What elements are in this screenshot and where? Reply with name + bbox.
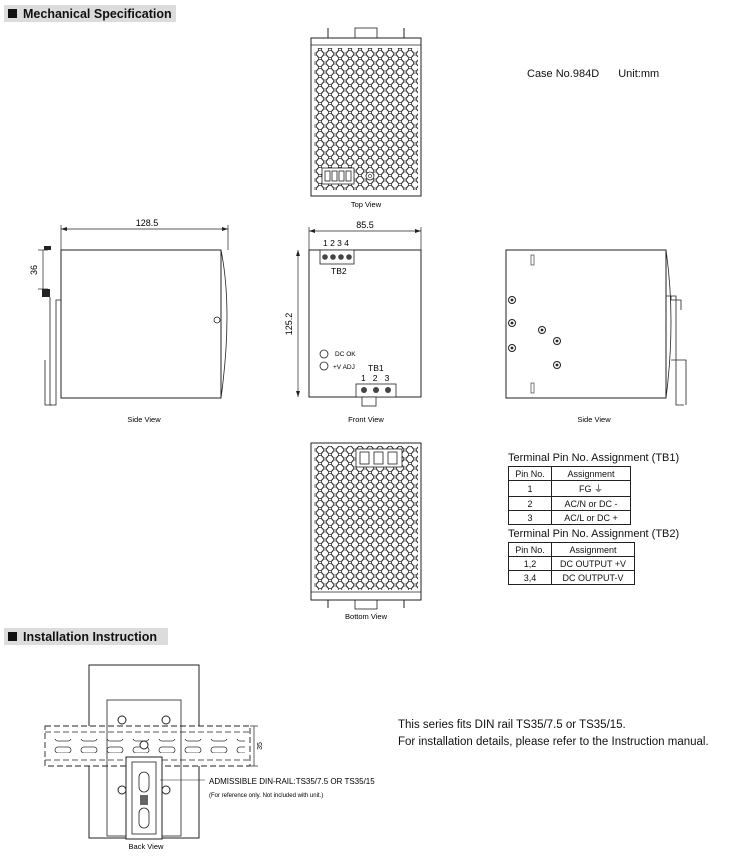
case-info: Case No.984D Unit:mm [527,68,659,80]
tb2-label: TB2 [331,266,347,276]
tb2-table-title: Terminal Pin No. Assignment (TB2) [508,528,680,540]
side-view-left-caption: Side View [127,415,161,424]
table-header-row: Pin No. Assignment [508,466,631,481]
table-header-cell: Assignment [551,466,631,481]
tb1-table-title: Terminal Pin No. Assignment (TB1) [508,452,680,464]
table-row: 3 AC/L or DC + [508,510,631,525]
table-cell: 3 [508,510,552,525]
header-square-icon [8,632,17,641]
table-cell: 1 [508,480,552,497]
front-view-drawing [296,227,422,407]
table-cell: DC OUTPUT +V [551,556,635,571]
table-row: 3,4 DC OUTPUT-V [508,570,635,585]
table-header-cell: Pin No. [508,542,552,557]
dim-front-height: 125.2 [284,313,294,336]
table-row: 1 FG ⏚ [508,480,631,497]
tb1-table-block: Terminal Pin No. Assignment (TB1) Pin No… [508,452,679,525]
table-cell: 1,2 [508,556,552,571]
tb1-label: TB1 [368,363,384,373]
dim-rail-height: 35 [257,742,264,750]
side-view-left-drawing [38,225,229,406]
table-row: 1,2 DC OUTPUT +V [508,556,635,571]
installation-line-2: For installation details, please refer t… [398,736,709,748]
back-view-caption: Back View [129,842,164,851]
unit-label: Unit:mm [618,68,660,80]
tb2-table-block: Terminal Pin No. Assignment (TB2) Pin No… [508,528,679,585]
side-view-right-drawing [505,249,687,406]
top-view-caption: Top View [351,200,382,209]
tb2-pin-numbers: 1 2 3 4 [323,238,349,248]
tb2-table: Pin No. Assignment 1,2 DC OUTPUT +V 3,4 … [508,542,635,585]
case-number: Case No.984D [527,68,600,80]
v-adj-label: +V ADJ [333,364,355,371]
rail-note-sub: (For reference only. Not included with u… [209,793,323,799]
table-header-cell: Pin No. [508,466,552,481]
bottom-view-caption: Bottom View [345,612,388,621]
installation-title: Installation Instruction [23,629,158,644]
table-row: 2 AC/N or DC - [508,496,631,511]
front-view-caption: Front View [348,415,384,424]
back-view-drawing [44,664,258,840]
table-cell: 3,4 [508,570,552,585]
dim-side-offset: 36 [29,265,39,275]
table-header-cell: Assignment [551,542,635,557]
mechanical-spec-header: Mechanical Specification [4,5,176,22]
dim-side-width: 128.5 [136,218,159,228]
installation-text: This series fits DIN rail TS35/7.5 or TS… [398,717,724,751]
installation-header: Installation Instruction [4,628,168,645]
table-cell: AC/L or DC + [551,510,631,525]
top-view-drawing [310,27,422,197]
tb1-table: Pin No. Assignment 1 FG ⏚ 2 AC/N or DC -… [508,466,631,525]
side-view-right-caption: Side View [577,415,611,424]
table-cell: 2 [508,496,552,511]
rail-note: ADMISSIBLE DIN-RAIL:TS35/7.5 OR TS35/15 [209,777,375,786]
dim-front-width: 85.5 [356,220,374,230]
mechanical-spec-title: Mechanical Specification [23,6,172,21]
installation-line-1: This series fits DIN rail TS35/7.5 or TS… [398,719,626,731]
table-header-row: Pin No. Assignment [508,542,635,557]
table-cell: AC/N or DC - [551,496,631,511]
header-square-icon [8,9,17,18]
bottom-view-drawing [310,442,422,610]
table-cell: FG ⏚ [551,480,631,497]
table-cell: DC OUTPUT-V [551,570,635,585]
dc-ok-label: DC OK [335,351,356,358]
tb1-pin-numbers: 1 2 3 [361,373,390,383]
